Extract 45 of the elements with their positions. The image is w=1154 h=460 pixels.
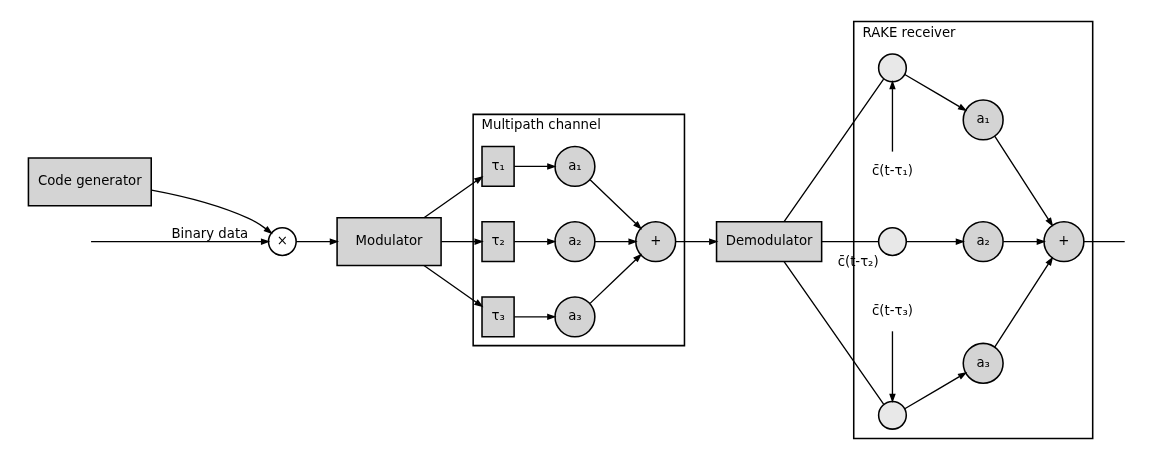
node-box: Demodulator	[715, 220, 823, 263]
arrow	[1002, 238, 1046, 245]
arrow	[90, 238, 271, 245]
arrow	[904, 372, 968, 410]
node-circle	[877, 227, 908, 257]
node-circle: a₂	[554, 220, 596, 263]
node-circle	[877, 400, 908, 430]
arrow	[513, 313, 557, 321]
node-box: Code generator	[27, 157, 152, 207]
edge-label: Binary data	[171, 225, 249, 241]
arrow	[594, 238, 638, 245]
node-circle: a₃	[554, 296, 596, 338]
connector	[821, 240, 880, 243]
arrow	[994, 135, 1054, 227]
node-circle	[877, 53, 908, 83]
arrow	[994, 256, 1054, 348]
node-box: τ₁	[481, 145, 515, 188]
arrow	[295, 238, 340, 245]
arrow	[675, 238, 719, 245]
node-text: c̄(t-τ₃)	[871, 302, 913, 318]
arrow	[889, 330, 896, 404]
node-circle: a₂	[962, 220, 1004, 263]
node-circle: a₁	[962, 99, 1004, 141]
node-circle: a₃	[962, 342, 1004, 384]
node-box: τ₃	[481, 296, 515, 338]
node-circle: a₁	[554, 145, 596, 188]
connector	[783, 78, 885, 223]
arrow	[513, 238, 557, 245]
connector	[783, 260, 885, 405]
node-box: Modulator	[336, 217, 442, 267]
arrow	[889, 80, 896, 153]
arrow	[423, 175, 484, 219]
connector	[1083, 240, 1126, 243]
node-circle: ×	[267, 227, 297, 257]
arrow	[905, 238, 966, 245]
node-box: τ₂	[481, 220, 515, 263]
arrow	[150, 189, 273, 235]
arrow	[513, 163, 557, 170]
node-circle: +	[1043, 220, 1085, 263]
arrow	[440, 238, 484, 245]
arrow	[589, 179, 643, 230]
node-text: c̄(t-τ₁)	[871, 163, 913, 179]
arrow	[589, 253, 643, 305]
arrow	[423, 264, 484, 308]
arrow	[904, 73, 968, 112]
